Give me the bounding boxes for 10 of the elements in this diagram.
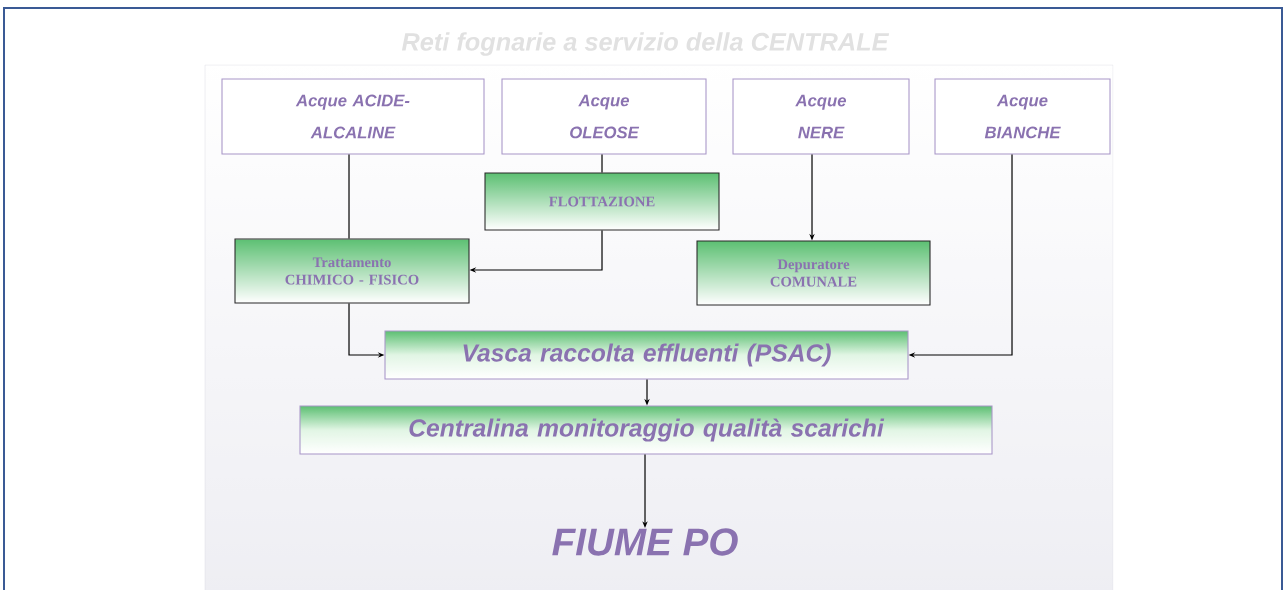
process-box: Centralina monitoraggio qualità scarichi [299, 405, 993, 455]
river-label: FIUME PO [552, 528, 738, 556]
treatment-box: Trattamento CHIMICO - FISICO [234, 238, 470, 304]
process-box: Vasca raccolta effluenti (PSAC) [384, 330, 909, 380]
source-box: Acque OLEOSE [501, 78, 707, 155]
treatment-box: FLOTTAZIONE [484, 172, 720, 231]
source-box: Acque BIANCHE [934, 78, 1111, 155]
source-box: Acque ACIDE-ALCALINE [221, 78, 485, 155]
source-box: Acque NERE [732, 78, 910, 155]
treatment-box: Depuratore COMUNALE [696, 240, 931, 306]
